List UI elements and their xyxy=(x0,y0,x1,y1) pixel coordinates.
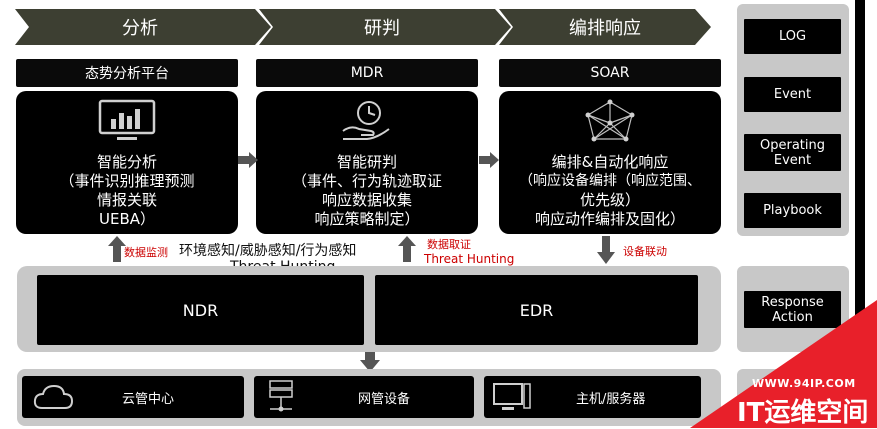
card1-line2: 情报关联 xyxy=(96,191,157,209)
header-soar: SOAR xyxy=(499,59,721,87)
arrow-up-forensics xyxy=(398,236,416,262)
device-host-label: 主机/服务器 xyxy=(576,391,646,407)
arrow-down-devices xyxy=(360,346,380,372)
header-mdr: MDR xyxy=(256,59,478,87)
arrow-right-2 xyxy=(479,152,499,168)
sidebar-event: Event xyxy=(744,77,841,112)
watermark-triangle xyxy=(690,300,877,428)
server-stack-icon xyxy=(269,380,293,412)
network-mesh-icon xyxy=(585,99,635,142)
label-data-monitor: 数据监测 xyxy=(124,246,168,259)
card3-title: 编排&自动化响应 xyxy=(551,153,669,171)
arrow-up-monitor xyxy=(108,236,126,262)
clock-hand-icon xyxy=(342,101,390,140)
stage-orchestration: 编排响应 xyxy=(569,18,641,39)
watermark-text: IT运维空间 xyxy=(737,398,869,428)
card1-line1: （事件识别推理预测 xyxy=(59,172,195,190)
response-action: Response Action xyxy=(744,291,841,328)
card3-line2: 优先级） xyxy=(579,191,640,209)
stage-analysis: 分析 xyxy=(122,18,158,39)
card3-line1: （响应设备编排（响应范围、 xyxy=(519,173,701,189)
card2-line1: （事件、行为轨迹取证 xyxy=(291,172,442,190)
card1-line3: UEBA） xyxy=(98,210,155,228)
label-data-forensics: 数据取证 xyxy=(427,238,471,251)
monitor-chart-icon xyxy=(98,99,156,140)
card2-line2: 响应数据收集 xyxy=(321,191,412,209)
label-perception: 环境感知/威胁感知/行为感知 xyxy=(179,243,357,259)
ndr-label: NDR xyxy=(182,300,219,320)
stage-judgement: 研判 xyxy=(364,18,400,39)
arrow-right-1 xyxy=(238,152,258,168)
label-device-linkage: 设备联动 xyxy=(623,245,667,258)
device-network: 网管设备 xyxy=(254,376,474,418)
device-cloud-center: 云管中心 xyxy=(22,376,244,418)
device-cloud-label: 云管中心 xyxy=(122,391,175,407)
stage-banner xyxy=(15,9,711,45)
card-intelligent-analysis: 智能分析 （事件识别推理预测 情报关联 UEBA） xyxy=(16,91,238,234)
sidebar-playbook: Playbook xyxy=(744,193,841,228)
edr-label: EDR xyxy=(519,300,554,320)
right-edge-bar xyxy=(855,0,865,428)
sidebar-log: LOG xyxy=(744,19,841,54)
device-network-label: 网管设备 xyxy=(358,391,411,407)
header-situation-platform: 态势分析平台 xyxy=(16,59,238,87)
cloud-icon xyxy=(33,384,74,409)
label-threat-hunting-red: Threat Hunting xyxy=(424,252,515,266)
arrow-down-linkage xyxy=(597,236,615,264)
device-host-server: 主机/服务器 xyxy=(484,376,701,418)
watermark-url: WWW.94IP.COM xyxy=(752,377,856,390)
ndr-box: NDR xyxy=(37,275,364,345)
card-orchestration-response: 编排&自动化响应 （响应设备编排（响应范围、 优先级） 响应动作编排及固化） xyxy=(499,91,721,234)
sidebar-operating-event: Operating Event xyxy=(744,134,841,171)
card3-line3: 响应动作编排及固化） xyxy=(534,210,685,228)
edr-box: EDR xyxy=(375,275,698,345)
desktop-computer-icon xyxy=(493,383,531,410)
card2-line3: 响应策略制定） xyxy=(314,210,420,228)
card1-title: 智能分析 xyxy=(96,153,157,171)
card2-title: 智能研判 xyxy=(336,153,397,171)
card-intelligent-judgement: 智能研判 （事件、行为轨迹取证 响应数据收集 响应策略制定） xyxy=(256,91,478,234)
